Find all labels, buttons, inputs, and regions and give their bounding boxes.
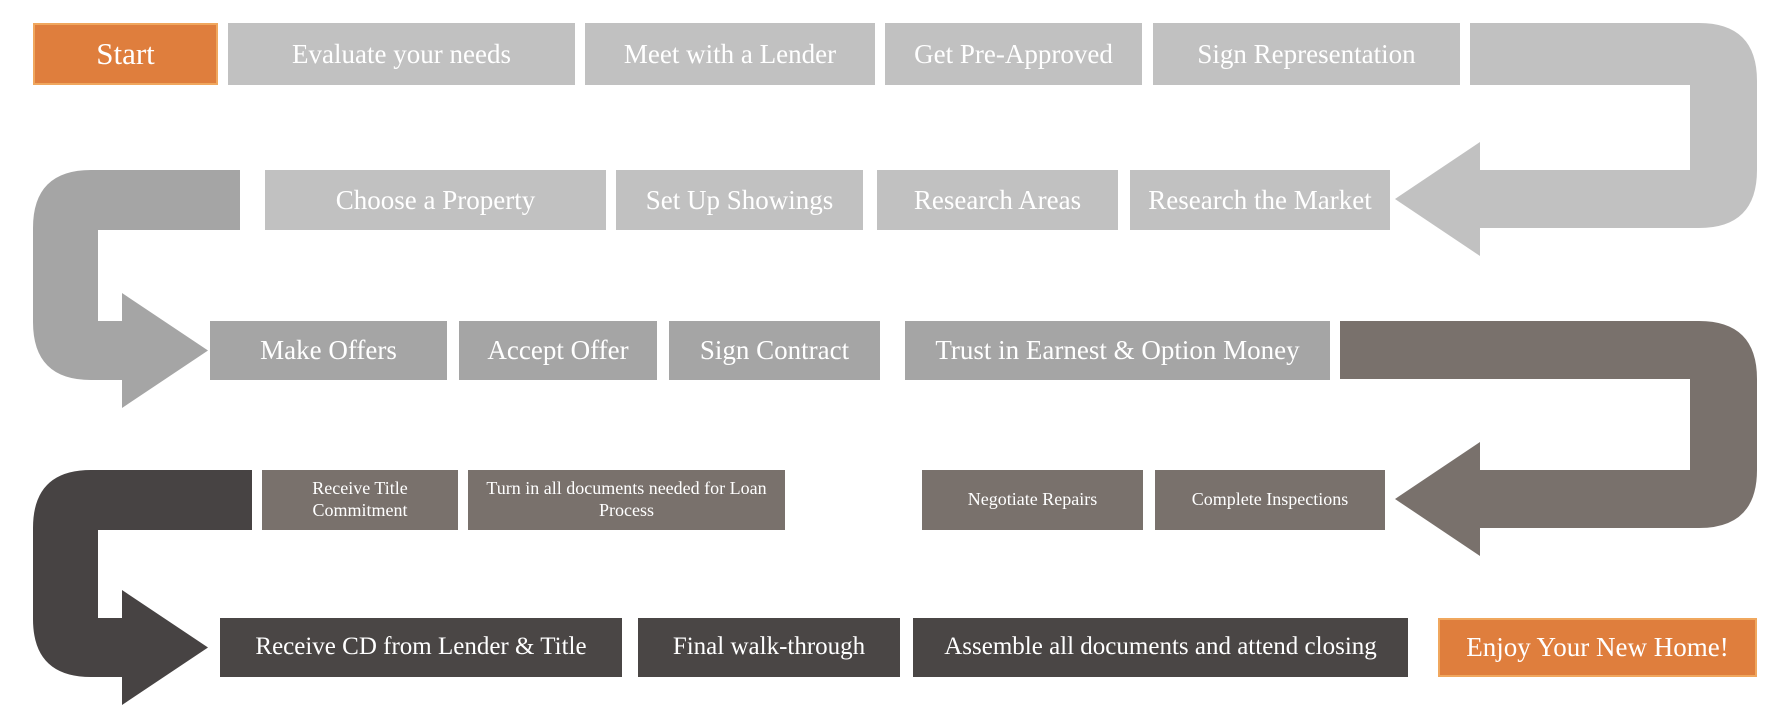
step-receive-title-commitment: Receive Title Commitment bbox=[262, 470, 458, 530]
arrow-row1-to-row2 bbox=[1395, 23, 1757, 256]
step-negotiate-repairs: Negotiate Repairs bbox=[922, 470, 1143, 530]
step-get-pre-approved: Get Pre-Approved bbox=[885, 23, 1142, 85]
step-choose-a-property: Choose a Property bbox=[265, 170, 606, 230]
step-evaluate-your-needs: Evaluate your needs bbox=[228, 23, 575, 85]
step-receive-cd-from-lender-title: Receive CD from Lender & Title bbox=[220, 618, 622, 677]
arrow-row2-to-row3 bbox=[33, 170, 240, 408]
step-complete-inspections: Complete Inspections bbox=[1155, 470, 1385, 530]
step-enjoy-your-new-home: Enjoy Your New Home! bbox=[1438, 618, 1757, 677]
arrow-row3-to-row4 bbox=[1340, 321, 1757, 556]
step-make-offers: Make Offers bbox=[210, 321, 447, 380]
step-sign-representation: Sign Representation bbox=[1153, 23, 1460, 85]
step-research-areas: Research Areas bbox=[877, 170, 1118, 230]
arrow-row4-to-row5 bbox=[33, 470, 252, 705]
step-final-walk-through: Final walk-through bbox=[638, 618, 900, 677]
step-research-the-market: Research the Market bbox=[1130, 170, 1390, 230]
step-trust-in-earnest-option-money: Trust in Earnest & Option Money bbox=[905, 321, 1330, 380]
step-assemble-all-documents-and-attend-closing: Assemble all documents and attend closin… bbox=[913, 618, 1408, 677]
step-accept-offer: Accept Offer bbox=[459, 321, 657, 380]
step-turn-in-all-documents-needed-for-loan-process: Turn in all documents needed for Loan Pr… bbox=[468, 470, 785, 530]
step-set-up-showings: Set Up Showings bbox=[616, 170, 863, 230]
step-meet-with-a-lender: Meet with a Lender bbox=[585, 23, 875, 85]
step-sign-contract: Sign Contract bbox=[669, 321, 880, 380]
step-start: Start bbox=[33, 23, 218, 85]
